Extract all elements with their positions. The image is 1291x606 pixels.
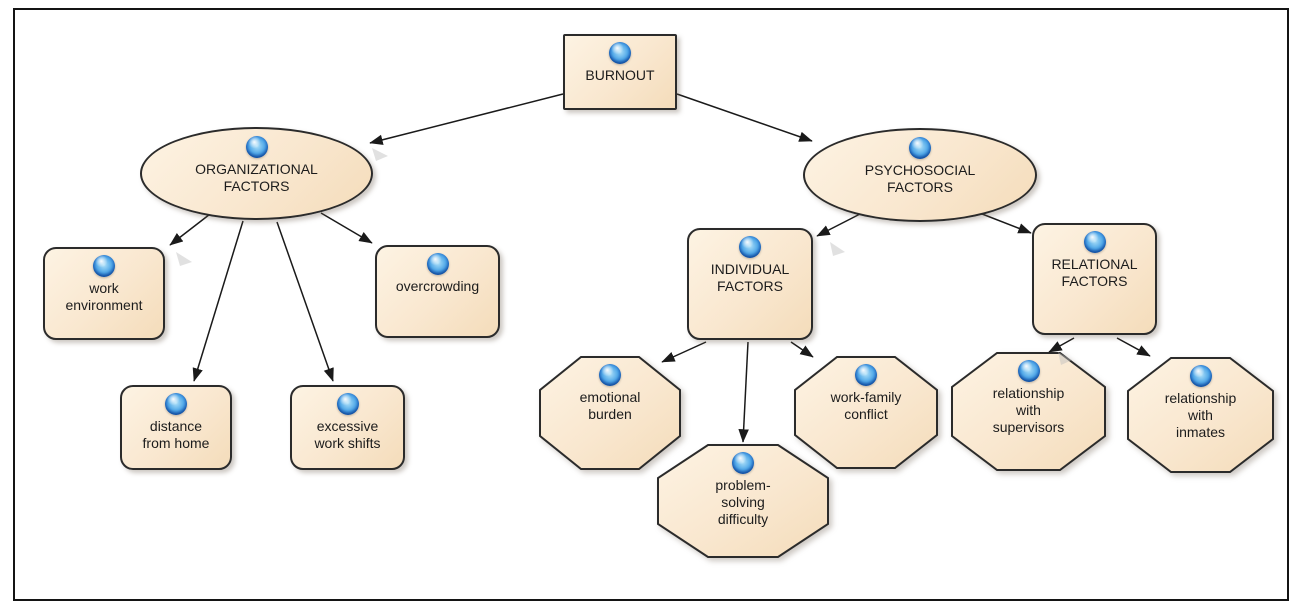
node-burnout: BURNOUT: [563, 34, 677, 110]
node-label: excessive work shifts: [314, 418, 381, 451]
edge-arrow: [169, 210, 215, 246]
sphere-icon: [732, 452, 754, 474]
node-label: overcrowding: [395, 278, 480, 294]
node-individual-factors: INDIVIDUAL FACTORS: [687, 228, 813, 340]
sphere-icon: [609, 42, 631, 64]
node-label: ORGANIZATIONAL FACTORS: [195, 161, 318, 194]
edge-arrow: [738, 341, 749, 443]
octagon-shape-problem-solving: [657, 444, 829, 558]
edge-arrow: [369, 93, 564, 145]
ghost-arrowhead: [830, 242, 845, 256]
node-label: work environment: [65, 280, 143, 313]
sphere-icon: [245, 136, 268, 158]
edge-arrow: [976, 211, 1032, 234]
node-label: relationship with supervisors: [992, 385, 1065, 435]
node-label: BURNOUT: [585, 67, 655, 83]
node-label: INDIVIDUAL FACTORS: [710, 261, 790, 294]
ghost-arrowhead: [1058, 352, 1072, 365]
node-overcrowding: overcrowding: [375, 245, 500, 338]
ghost-arrowhead: [176, 252, 192, 266]
node-distance-from-home: distance from home: [120, 385, 232, 470]
edge-arrow: [1048, 337, 1075, 353]
node-relationship-with-supervisors: relationship with supervisors: [952, 353, 1105, 470]
sphere-icon: [336, 393, 359, 415]
octagon-shape-emotional-burden: [539, 356, 681, 470]
sphere-icon: [165, 393, 187, 415]
node-label: work-family conflict: [830, 389, 902, 422]
edge-arrow: [816, 212, 863, 237]
node-excessive-work-shifts: excessive work shifts: [290, 385, 405, 470]
octagon-shape-rel-supervisors: [951, 352, 1106, 471]
node-label: RELATIONAL FACTORS: [1051, 256, 1138, 289]
edge-arrow: [192, 220, 244, 382]
node-emotional-burden: emotional burden: [540, 357, 680, 469]
node-label: problem- solving difficulty: [715, 477, 771, 527]
node-label: relationship with inmates: [1164, 390, 1237, 440]
edge-arrow: [661, 341, 707, 363]
edge-arrow: [1116, 337, 1151, 357]
node-problem-solving-difficulty: problem- solving difficulty: [658, 445, 828, 557]
edge-arrow: [790, 341, 814, 358]
node-label: emotional burden: [579, 389, 641, 422]
sphere-icon: [426, 253, 449, 275]
node-psychosocial-factors: PSYCHOSOCIAL FACTORS: [803, 128, 1037, 222]
edge-arrow: [320, 212, 373, 244]
sphere-icon: [1189, 365, 1212, 387]
sphere-icon: [599, 364, 621, 386]
octagon-shape-rel-inmates: [1127, 357, 1274, 473]
ghost-arrowhead: [372, 148, 388, 161]
node-work-family-conflict: work-family conflict: [795, 357, 937, 468]
edge-arrow: [676, 93, 813, 142]
edge-arrow: [276, 221, 334, 382]
sphere-icon: [1017, 360, 1040, 382]
node-organizational-factors: ORGANIZATIONAL FACTORS: [140, 127, 373, 220]
node-work-environment: work environment: [43, 247, 165, 340]
sphere-icon: [855, 364, 877, 386]
node-label: distance from home: [142, 418, 210, 451]
sphere-icon: [739, 236, 761, 258]
sphere-icon: [909, 137, 931, 159]
node-relationship-with-inmates: relationship with inmates: [1128, 358, 1273, 472]
sphere-icon: [93, 255, 115, 277]
octagon-shape-work-family: [794, 356, 938, 469]
node-relational-factors: RELATIONAL FACTORS: [1032, 223, 1157, 335]
node-label: PSYCHOSOCIAL FACTORS: [864, 162, 976, 195]
sphere-icon: [1083, 231, 1106, 253]
